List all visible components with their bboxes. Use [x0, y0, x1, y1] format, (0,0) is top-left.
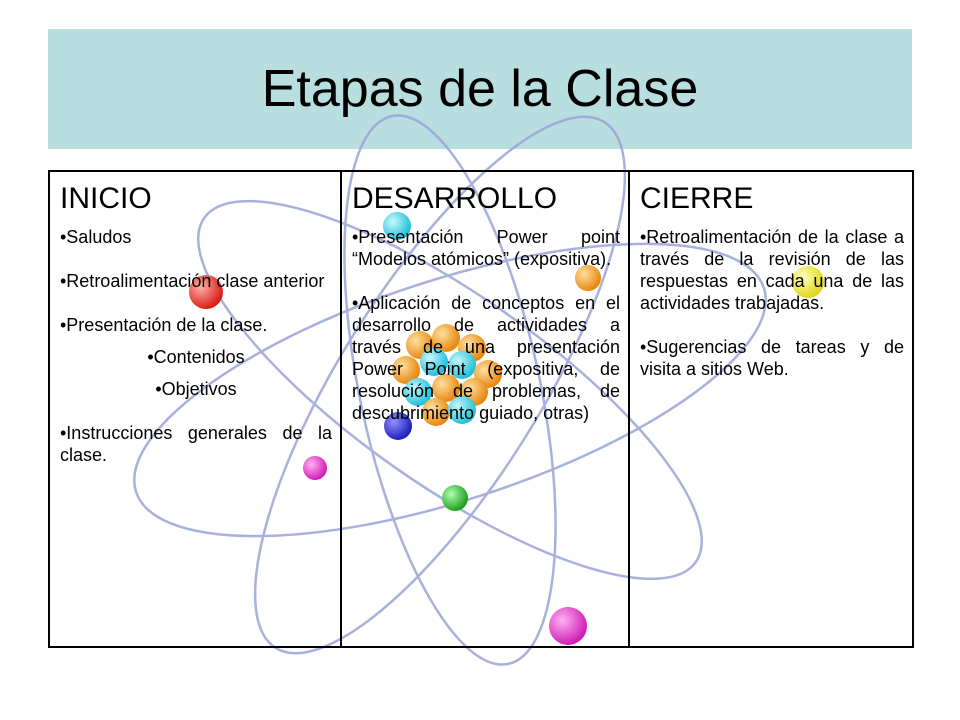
column-header-inicio: INICIO	[60, 182, 152, 215]
list-item: •Sugerencias de tareas y de visita a sit…	[640, 337, 904, 379]
list-item: •Contenidos	[147, 347, 245, 367]
column-inicio: INICIO •Saludos •Retroalimentación clase…	[50, 172, 340, 646]
list-item: •Retroalimentación de la clase a través …	[640, 227, 904, 313]
stages-table: INICIO •Saludos •Retroalimentación clase…	[48, 170, 914, 648]
list-item: •Retroalimentación clase anterior	[60, 271, 325, 291]
list-item: •Presentación de la clase.	[60, 315, 268, 335]
slide-title: Etapas de la Clase	[261, 60, 699, 118]
list-item: •Aplicación de conceptos en el desarroll…	[352, 293, 620, 423]
column-cierre: CIERRE •Retroalimentación de la clase a …	[628, 172, 912, 646]
list-item: •Presentación Power point “Modelos atómi…	[352, 227, 620, 269]
column-header-cierre: CIERRE	[640, 182, 754, 215]
column-desarrollo: DESARROLLO •Presentación Power point “Mo…	[340, 172, 628, 646]
column-header-desarrollo: DESARROLLO	[352, 182, 558, 215]
list-item: •Instrucciones generales de la clase.	[60, 423, 332, 465]
title-bar: Etapas de la Clase	[48, 29, 912, 149]
list-item: •Objetivos	[155, 379, 237, 399]
list-item: •Saludos	[60, 227, 132, 247]
